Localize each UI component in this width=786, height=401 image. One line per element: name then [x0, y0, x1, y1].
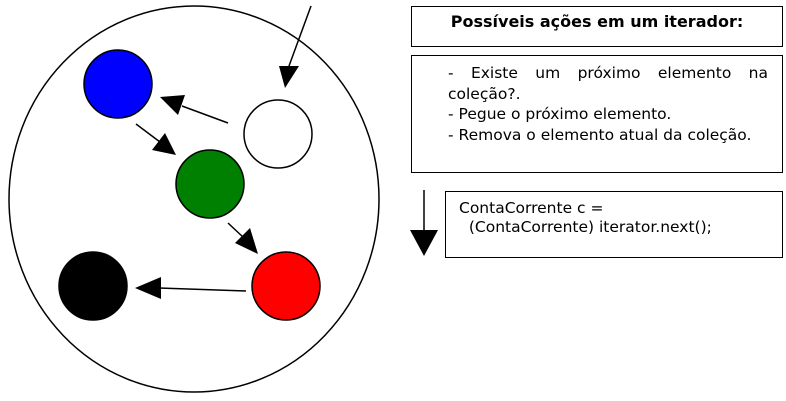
arrow-white-to-blue-line	[181, 105, 229, 124]
code-box: ContaCorrente c = (ContaCorrente) iterat…	[445, 191, 783, 258]
action-item-remove: - Remova o elemento atual da coleção.	[448, 125, 752, 144]
actions-box: - Existe um próximo elemento na coleção?…	[411, 55, 783, 173]
arrow-white-to-blue-head	[160, 95, 185, 115]
arrow-blue-to-green-head	[152, 133, 176, 155]
arrow-red-to-black-head	[135, 277, 161, 299]
element-white-circle	[243, 99, 313, 169]
arrow-red-to-black-line	[158, 287, 247, 292]
title-text: Possíveis ações em um iterador:	[450, 12, 744, 31]
entry-arrow-head	[279, 66, 299, 88]
element-black-circle	[58, 251, 128, 321]
title-box: Possíveis ações em um iterador:	[411, 6, 783, 47]
element-green-circle	[175, 149, 245, 219]
element-blue-circle	[83, 49, 153, 119]
action-item-next: - Pegue o próximo elemento.	[448, 105, 672, 123]
action-item-has-next: - Existe um próximo elemento na coleção?…	[448, 64, 768, 103]
code-line-1: ContaCorrente c =	[459, 199, 604, 217]
next-arrow-head	[410, 230, 438, 256]
arrow-green-to-red-line	[227, 222, 245, 239]
arrow-blue-to-green-line	[135, 123, 161, 143]
element-red-circle	[251, 251, 321, 321]
code-line-2: (ContaCorrente) iterator.next();	[459, 218, 712, 236]
entry-arrow-line	[288, 5, 312, 67]
arrow-green-to-red-head	[235, 228, 258, 254]
